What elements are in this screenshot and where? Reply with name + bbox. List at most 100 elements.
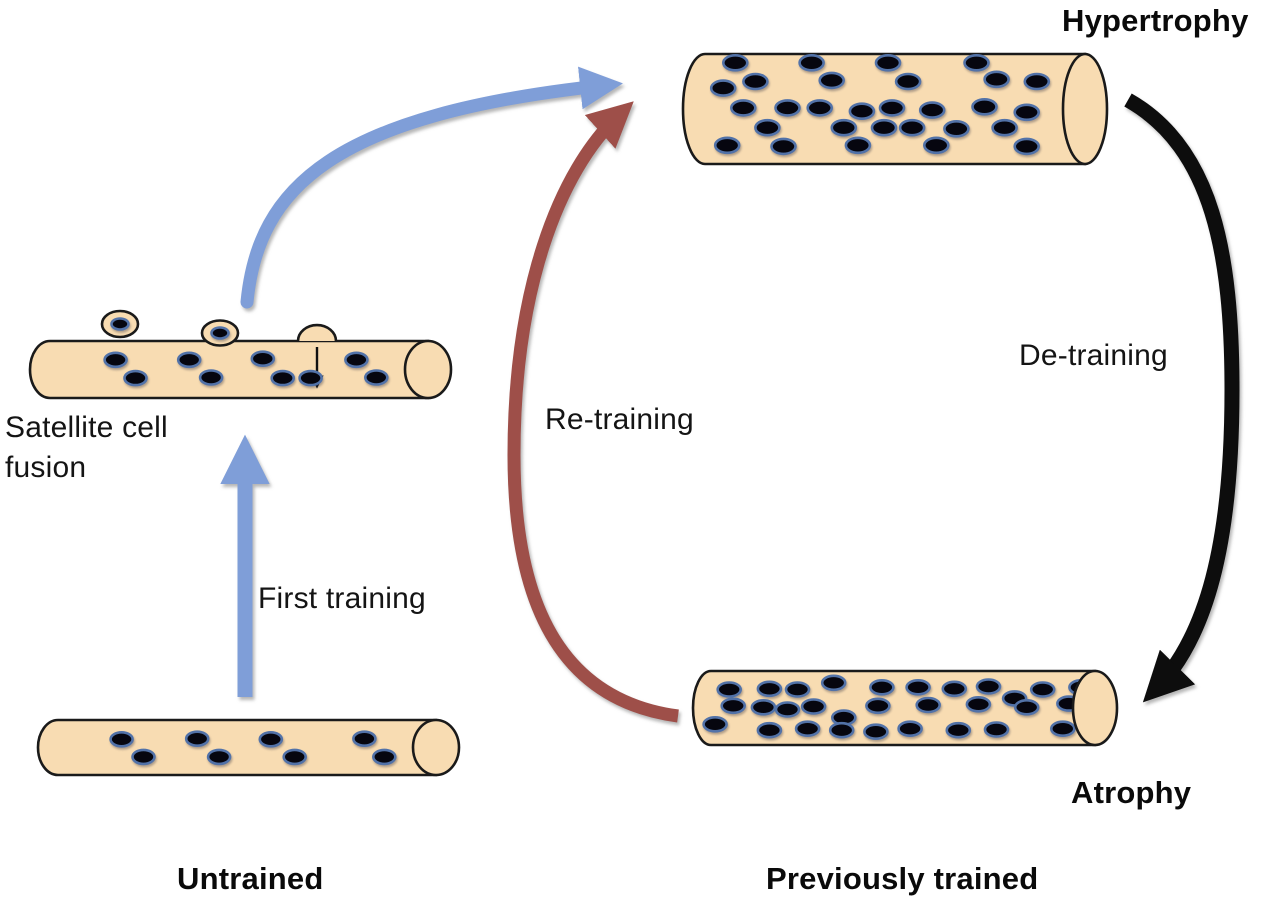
fusion-to-hypertrophy-arrow: [240, 66, 623, 309]
myonucleus: [941, 680, 968, 698]
myonucleus: [729, 99, 757, 117]
myonucleus: [830, 118, 858, 137]
myonucleus: [709, 79, 737, 97]
myonucleus: [894, 72, 922, 91]
myonucleus: [109, 730, 134, 748]
myonucleus: [945, 721, 972, 739]
myonucleus: [742, 72, 769, 91]
arrows: [220, 66, 1240, 723]
myonucleus: [774, 701, 801, 718]
myonucleus: [184, 730, 210, 748]
myonucleus: [844, 136, 872, 155]
myonucleus: [1023, 72, 1051, 91]
fiber-end-cap: [411, 718, 461, 777]
myonucleus: [750, 698, 777, 716]
myonucleus: [991, 118, 1018, 137]
myonucleus: [1013, 137, 1040, 156]
myonucleus: [1013, 103, 1040, 122]
myonucleus: [720, 697, 747, 715]
myonucleus: [702, 715, 728, 733]
myonucleus: [363, 369, 389, 386]
myonucleus: [198, 369, 224, 386]
satellite-cell-nucleus: [210, 326, 230, 340]
untrained-label: Untrained: [177, 861, 324, 896]
fiber-end-cap: [1071, 669, 1119, 747]
myonucleus: [258, 730, 284, 748]
myonucleus: [270, 369, 296, 387]
myonucleus: [798, 53, 825, 72]
fusion-bump: [296, 323, 338, 342]
myonucleus: [770, 137, 797, 156]
myonucleus: [800, 698, 827, 715]
myonucleus: [897, 720, 923, 738]
myonucleus: [905, 678, 931, 696]
myonucleus: [869, 678, 895, 696]
myonucleus: [878, 99, 906, 117]
myonucleus: [713, 136, 741, 155]
myonucleus: [756, 721, 783, 739]
myonucleus: [371, 748, 397, 766]
myonucleus: [820, 674, 847, 692]
myonucleus: [828, 721, 855, 739]
myonucleus: [756, 680, 783, 698]
myonucleus: [250, 350, 276, 368]
myonucleus: [176, 351, 202, 369]
myonucleus: [721, 53, 749, 72]
hypertrophy-label: Hypertrophy: [1062, 3, 1249, 38]
myonucleus: [983, 70, 1010, 89]
myonucleus: [282, 748, 308, 766]
myonucleus: [918, 101, 946, 119]
myonucleus: [1013, 698, 1040, 716]
de-training-arrow: [1124, 93, 1240, 703]
fiber-satellite: [28, 309, 453, 400]
fiber-atrophy: [691, 669, 1119, 747]
myonucleus: [131, 748, 156, 766]
myonucleus: [784, 681, 811, 698]
satellite-cell-nucleus: [110, 317, 130, 331]
myonucleus: [352, 730, 377, 748]
myonucleus: [943, 120, 970, 138]
atrophy-label: Atrophy: [1071, 775, 1192, 810]
myonucleus: [716, 681, 743, 698]
myonucleus: [963, 53, 990, 72]
myonucleus: [898, 118, 926, 137]
myonucleus: [103, 351, 128, 369]
first-training-label: First training: [258, 582, 426, 615]
myonucleus: [863, 723, 889, 741]
re-training-arrow: [507, 101, 679, 723]
myonucleus: [848, 102, 876, 120]
myonucleus: [965, 695, 992, 713]
myonucleus: [1029, 681, 1056, 698]
fiber-hypertrophy: [681, 52, 1109, 166]
muscle-fibers: [28, 52, 1119, 777]
myonucleus: [123, 369, 148, 387]
satellite-cell-fusion-label-line2: fusion: [5, 451, 87, 484]
myonucleus: [975, 678, 1002, 695]
fiber-body: [28, 339, 430, 400]
myonucleus: [754, 118, 781, 137]
satellite-cell-fusion-label-line1: Satellite cell: [5, 411, 168, 444]
fiber-end-cap: [1061, 52, 1109, 166]
myonucleus: [1050, 720, 1076, 738]
fiber-end-cap: [403, 339, 453, 400]
myonucleus: [983, 721, 1010, 738]
myonucleus: [870, 118, 898, 137]
satellite-cell-fusion-label: Satellite cell fusion: [5, 408, 168, 488]
myonucleus: [344, 351, 369, 369]
myonucleus: [874, 53, 902, 72]
myonucleus: [865, 697, 891, 715]
previously-trained-label: Previously trained: [766, 861, 1039, 896]
myonucleus: [971, 98, 998, 116]
fiber-body: [36, 718, 438, 777]
re-training-label: Re-training: [545, 403, 694, 436]
de-training-label: De-training: [1019, 339, 1168, 372]
myonucleus: [298, 369, 323, 387]
myonucleus: [922, 136, 950, 155]
myonucleus: [818, 71, 846, 90]
myonucleus: [806, 99, 834, 117]
myonucleus: [206, 748, 232, 766]
myonucleus: [794, 720, 821, 738]
fiber-untrained: [36, 718, 461, 777]
